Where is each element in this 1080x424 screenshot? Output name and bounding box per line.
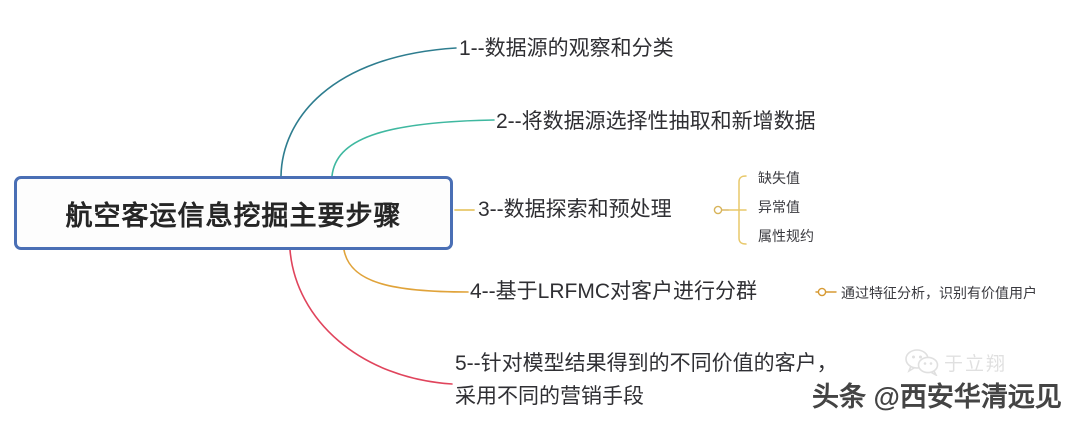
branch-node-1[interactable]: 1--数据源的观察和分类 bbox=[459, 35, 674, 63]
sub-branch-node-3-3[interactable]: 属性规约 bbox=[758, 226, 814, 246]
sub-branch-node-3-2-label: 异常值 bbox=[758, 199, 800, 215]
root-node[interactable]: 航空客运信息挖掘主要步骤 bbox=[14, 176, 453, 250]
branch-node-4-label: 4--基于LRFMC对客户进行分群 bbox=[470, 280, 757, 303]
branch-node-1-label: 1--数据源的观察和分类 bbox=[459, 37, 674, 60]
toutiao-watermark: 头条 @西安华清远见 bbox=[812, 382, 1062, 412]
sub-branch-node-3-2[interactable]: 异常值 bbox=[758, 197, 800, 217]
connector-branch-4 bbox=[343, 249, 469, 293]
sub-branch-node-4-1-label: 通过特征分析，识别有价值用户 bbox=[841, 285, 1037, 301]
wechat-icon bbox=[905, 349, 939, 376]
sub-branch-node-4-1[interactable]: 通过特征分析，识别有价值用户 bbox=[841, 283, 1037, 303]
wechat-watermark-name: 于立翔 bbox=[944, 353, 1008, 375]
branch-node-4[interactable]: 4--基于LRFMC对客户进行分群 bbox=[470, 278, 757, 306]
connector-branch-1 bbox=[280, 47, 457, 177]
branch-node-5[interactable]: 5--针对模型结果得到的不同价值的客户，采用不同的营销手段 bbox=[455, 348, 855, 413]
connector-branch-2 bbox=[331, 119, 495, 177]
collapse-dot-branch-4 bbox=[817, 287, 827, 297]
collapse-dot-branch-3 bbox=[713, 205, 723, 215]
branch-node-2-label: 2--将数据源选择性抽取和新增数据 bbox=[496, 110, 816, 133]
sub-branch-node-3-3-label: 属性规约 bbox=[758, 228, 814, 244]
wechat-watermark: 于立翔 bbox=[905, 348, 1007, 376]
branch-node-5-label: 5--针对模型结果得到的不同价值的客户，采用不同的营销手段 bbox=[455, 352, 838, 408]
branch-node-3[interactable]: 3--数据探索和预处理 bbox=[478, 196, 672, 224]
sub-bracket-branch-3 bbox=[728, 175, 747, 245]
sub-branch-node-3-1-label: 缺失值 bbox=[758, 170, 800, 186]
root-node-label: 航空客运信息挖掘主要步骤 bbox=[65, 200, 402, 231]
connector-branch-5 bbox=[289, 249, 453, 385]
sub-branch-group-3: 缺失值 异常值 属性规约 bbox=[748, 168, 858, 252]
branch-node-2[interactable]: 2--将数据源选择性抽取和新增数据 bbox=[496, 108, 816, 136]
sub-branch-node-3-1[interactable]: 缺失值 bbox=[758, 168, 800, 188]
branch-node-3-label: 3--数据探索和预处理 bbox=[478, 198, 672, 221]
